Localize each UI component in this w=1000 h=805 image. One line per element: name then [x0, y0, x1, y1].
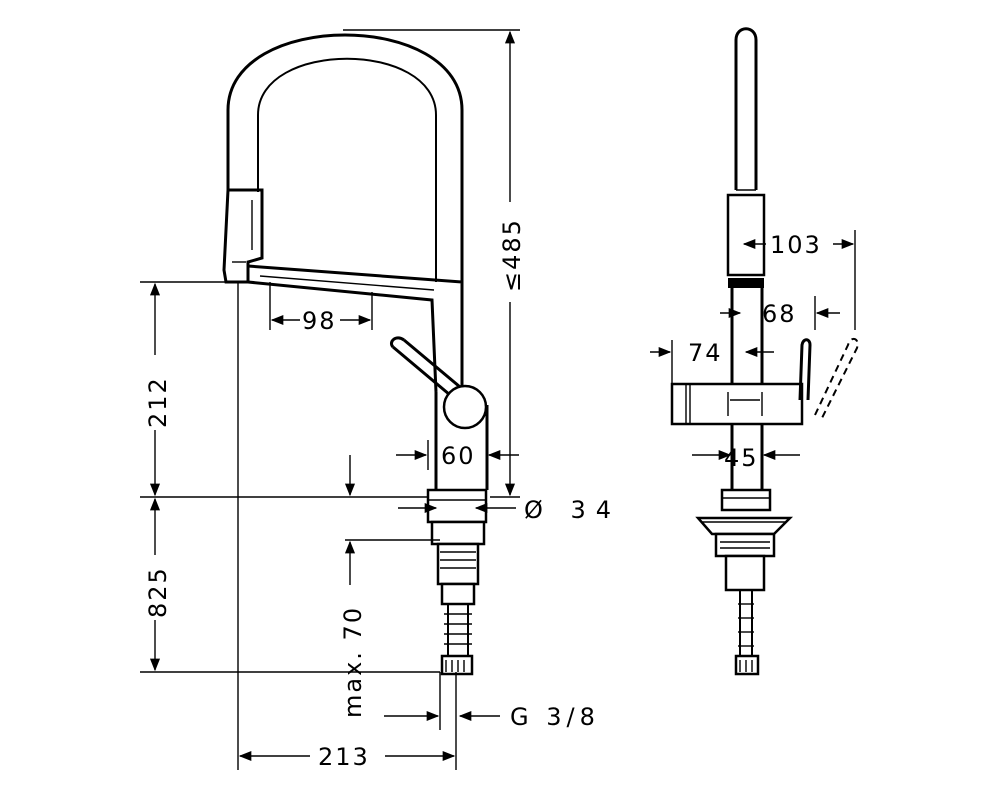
label-hose-length: 825 — [144, 566, 172, 618]
label-deck-to-spout: 212 — [144, 376, 172, 428]
side-handle-dashed — [814, 337, 859, 419]
front-view — [222, 33, 489, 676]
spout-body — [247, 264, 464, 393]
dimension-labels: 98 ≤485 212 60 Ø 34 825 max. 70 G 3/8 21… — [144, 218, 822, 771]
side-view — [670, 27, 859, 676]
label-side-offset: 74 — [688, 339, 723, 367]
base-flange — [426, 488, 488, 524]
label-base-width: 60 — [441, 442, 476, 470]
label-spout-reach: 98 — [302, 307, 337, 335]
front-dimension-lines — [140, 29, 520, 770]
side-dimension-lines — [650, 230, 856, 461]
side-counter-plate — [695, 516, 794, 536]
supply-hoses — [440, 582, 476, 676]
label-hole-diameter: Ø 34 — [524, 496, 621, 524]
side-handle — [798, 338, 812, 401]
lever-handle — [392, 338, 467, 402]
label-connection: G 3/8 — [510, 703, 600, 731]
label-side-width: 45 — [724, 444, 759, 472]
handle-knob — [442, 384, 488, 430]
mounting-shank — [436, 542, 480, 586]
label-overall-reach: 213 — [318, 743, 370, 771]
side-band — [728, 278, 764, 288]
side-mixer-body — [670, 382, 804, 426]
label-max-height: ≤485 — [498, 218, 526, 292]
side-spout-rod — [734, 27, 758, 190]
label-counter-thickness: max. 70 — [339, 606, 367, 718]
label-handle-clearance: 68 — [762, 300, 797, 328]
spout-arc-outer — [226, 33, 464, 282]
label-side-depth: 103 — [770, 231, 822, 259]
spout-arc-inner — [257, 57, 437, 282]
spray-head — [222, 188, 264, 284]
